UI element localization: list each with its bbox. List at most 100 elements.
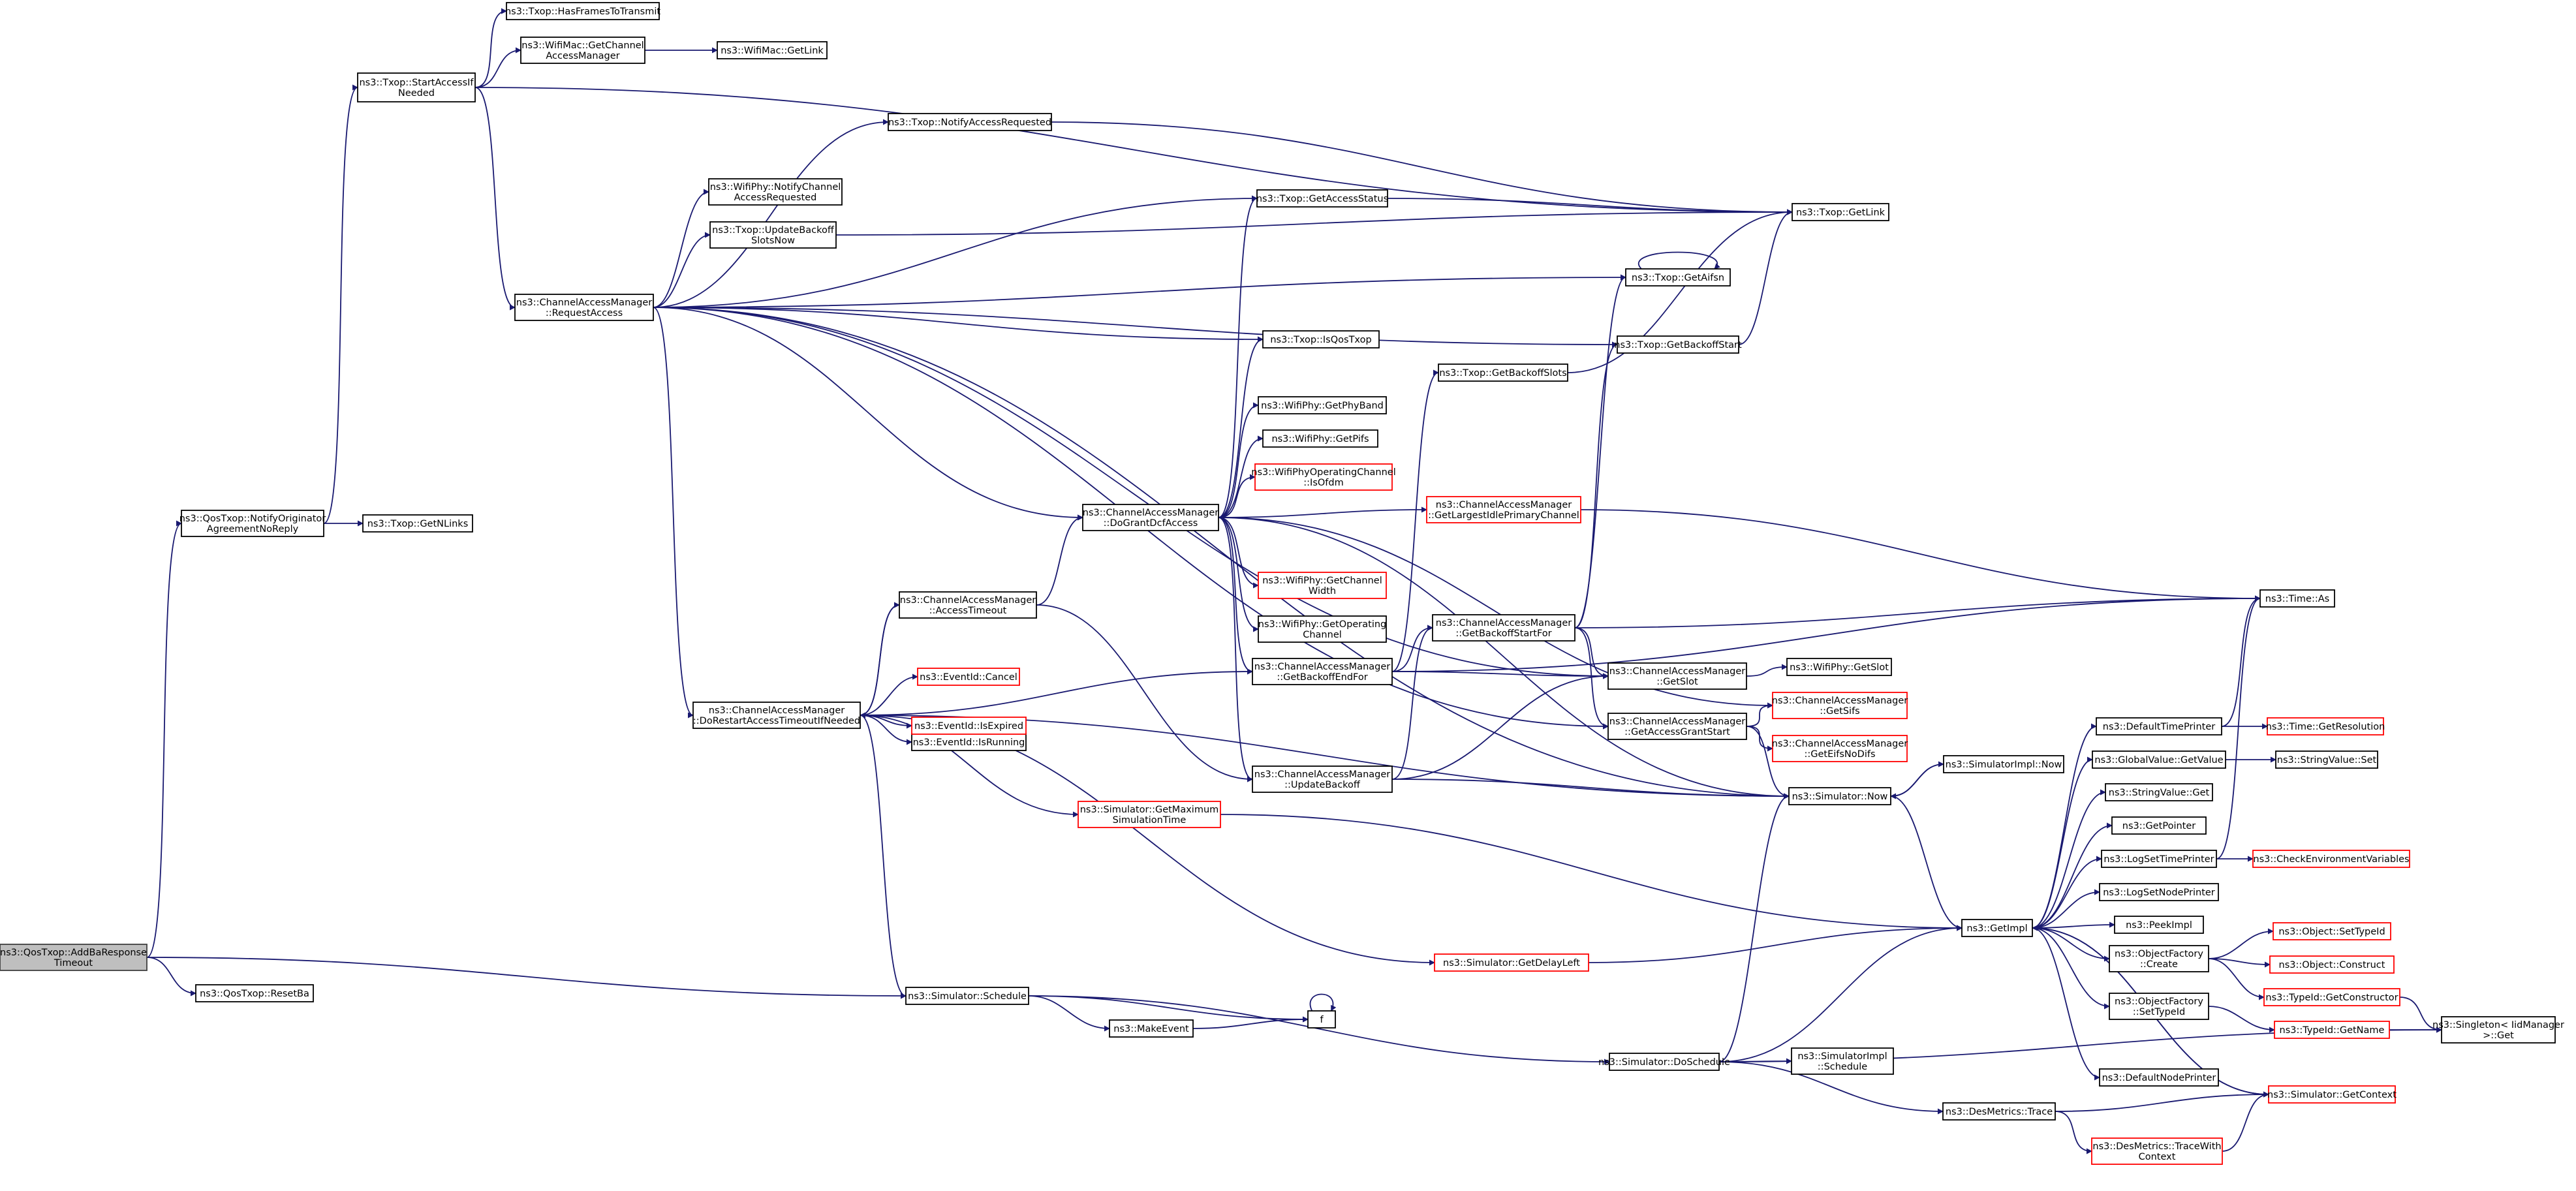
function-node-box[interactable] (506, 2, 660, 20)
function-node-n61[interactable]: ns3::PeekImpl (2114, 916, 2204, 934)
function-node-box[interactable] (2091, 1137, 2223, 1165)
function-node-box[interactable] (1772, 735, 1908, 762)
function-node-box[interactable] (2105, 783, 2213, 801)
function-node-box[interactable] (0, 944, 147, 971)
function-node-n23[interactable]: ns3::Txop::GetAccessStatus (1256, 189, 1388, 208)
function-node-box[interactable] (2099, 1068, 2219, 1087)
function-node-n64[interactable]: ns3::Object::Construct (2269, 955, 2395, 974)
function-node-box[interactable] (2252, 850, 2410, 868)
function-node-box[interactable] (195, 984, 314, 1002)
function-node-n17[interactable]: ns3::EventId::IsExpired (911, 717, 1027, 735)
function-node-n56[interactable]: ns3::StringValue::Get (2105, 783, 2213, 801)
function-node-box[interactable] (1942, 1102, 2056, 1121)
function-node-box[interactable] (1256, 189, 1388, 208)
function-node-box[interactable] (1262, 330, 1380, 348)
function-node-n54[interactable]: ns3::GlobalValue::GetValue (2092, 750, 2226, 769)
function-node-n66[interactable]: ns3::ObjectFactory::SetTypeId (2109, 993, 2209, 1020)
function-node-n21[interactable]: f (1307, 1010, 1336, 1029)
function-node-n13[interactable]: ns3::ChannelAccessManager::DoRestartAcce… (692, 702, 861, 729)
function-node-n24[interactable]: ns3::Txop::IsQosTxop (1262, 330, 1380, 348)
function-node-box[interactable] (520, 37, 645, 64)
function-node-n22[interactable]: ns3::ChannelAccessManager::DoGrantDcfAcc… (1082, 504, 1219, 531)
function-node-box[interactable] (1609, 1053, 1720, 1071)
function-node-box[interactable] (2275, 750, 2378, 769)
function-node-n5[interactable]: ns3::Txop::GetNLinks (362, 514, 473, 533)
function-node-n57[interactable]: ns3::GetPointer (2111, 816, 2207, 835)
function-node-box[interactable] (911, 733, 1027, 751)
function-node-box[interactable] (911, 717, 1027, 735)
function-node-box[interactable] (181, 510, 324, 537)
function-node-box[interactable] (1432, 614, 1575, 642)
function-node-box[interactable] (362, 514, 473, 533)
function-node-n65[interactable]: ns3::TypeId::GetConstructor (2263, 988, 2400, 1006)
function-node-n60[interactable]: ns3::LogSetNodePrinter (2099, 883, 2219, 901)
function-node-n36[interactable]: ns3::Txop::GetBackoffStart (1614, 335, 1742, 354)
function-node-n15[interactable]: ns3::EventId::Cancel (917, 668, 1020, 686)
function-node-n19[interactable]: ns3::Simulator::Schedule (905, 987, 1029, 1005)
function-node-box[interactable] (1307, 1010, 1336, 1029)
function-node-box[interactable] (708, 178, 843, 206)
function-node-box[interactable] (1607, 662, 1747, 690)
function-node-n58[interactable]: ns3::LogSetTimePrinter (2101, 850, 2217, 868)
function-node-n31[interactable]: ns3::ChannelAccessManager::UpdateBackoff (1252, 766, 1393, 793)
function-node-box[interactable] (2267, 717, 2384, 735)
function-node-box[interactable] (1109, 1019, 1194, 1038)
function-node-box[interactable] (2092, 750, 2226, 769)
function-node-box[interactable] (917, 668, 1020, 686)
function-node-n32[interactable]: ns3::Txop::GetBackoffSlots (1438, 363, 1568, 382)
function-node-box[interactable] (1943, 755, 2064, 773)
function-node-box[interactable] (1961, 919, 2033, 937)
function-node-box[interactable] (1258, 396, 1387, 414)
function-node-box[interactable] (2263, 988, 2400, 1006)
function-node-box[interactable] (2259, 589, 2335, 608)
function-node-n68[interactable]: ns3::Singleton< IidManager >::Get (2432, 1016, 2564, 1044)
function-node-n34[interactable]: ns3::ChannelAccessManager::GetBackoffSta… (1432, 614, 1575, 642)
function-node-box[interactable] (1792, 203, 1889, 221)
function-node-box[interactable] (2101, 850, 2217, 868)
function-node-n26[interactable]: ns3::WifiPhy::GetPifs (1262, 429, 1378, 448)
function-node-n52[interactable]: ns3::DefaultTimePrinter (2096, 717, 2222, 735)
function-node-box[interactable] (1791, 1047, 1894, 1075)
function-node-n6[interactable]: ns3::Txop::HasFramesToTransmit (505, 2, 660, 20)
function-node-box[interactable] (1434, 953, 1589, 972)
function-node-box[interactable] (1258, 615, 1387, 643)
function-node-box[interactable] (692, 702, 861, 729)
function-node-n38[interactable]: ns3::ChannelAccessManager::GetSlot (1607, 662, 1747, 690)
function-node-box[interactable] (1262, 429, 1378, 448)
function-node-box[interactable] (905, 987, 1029, 1005)
function-node-box[interactable] (1788, 787, 1891, 805)
function-node-n63[interactable]: ns3::Object::SetTypeId (2273, 922, 2391, 940)
function-node-n25[interactable]: ns3::WifiPhy::GetPhyBand (1258, 396, 1387, 414)
function-node-n11[interactable]: ns3::WifiPhy::NotifyChannelAccessRequest… (708, 178, 843, 206)
function-node-box[interactable] (1772, 692, 1908, 719)
function-node-n16[interactable]: ns3::EventId::IsRunning (911, 733, 1027, 751)
function-node-n59[interactable]: ns3::CheckEnvironmentVariables (2252, 850, 2410, 868)
function-node-box[interactable] (2268, 1085, 2396, 1104)
function-node-box[interactable] (2114, 916, 2204, 934)
function-node-n51[interactable]: ns3::GetImpl (1961, 919, 2033, 937)
function-node-box[interactable] (2273, 922, 2391, 940)
function-node-n44[interactable]: ns3::SimulatorImpl::Now (1943, 755, 2064, 773)
function-node-n50[interactable]: ns3::Time::As (2259, 589, 2335, 608)
function-node-n35[interactable]: ns3::Txop::GetAifsn (1625, 268, 1731, 286)
function-node-box[interactable] (2274, 1021, 2390, 1039)
function-node-n33[interactable]: ns3::ChannelAccessManager::GetLargestIdl… (1426, 496, 1581, 523)
function-node-n27[interactable]: ns3::WifiPhyOperatingChannel::IsOfdm (1251, 463, 1396, 491)
function-node-n2[interactable]: ns3::QosTxop::NotifyOriginatorAgreementN… (179, 510, 326, 537)
function-node-box[interactable] (1082, 504, 1219, 531)
function-node-box[interactable] (717, 41, 828, 59)
function-node-n37[interactable]: ns3::Txop::GetLink (1792, 203, 1889, 221)
function-node-n48[interactable]: ns3::DesMetrics::Trace (1942, 1102, 2056, 1121)
function-node-n70[interactable]: ns3::Simulator::GetContext (2267, 1085, 2397, 1104)
function-node-n39[interactable]: ns3::ChannelAccessManager::GetAccessGran… (1607, 713, 1747, 740)
function-node-n53[interactable]: ns3::Time::GetResolution (2266, 717, 2385, 735)
function-node-box[interactable] (1258, 572, 1387, 599)
function-node-n9[interactable]: ns3::ChannelAccessManager::RequestAccess (514, 294, 654, 321)
function-node-box[interactable] (2099, 883, 2219, 901)
function-node-box[interactable] (2269, 955, 2395, 974)
function-node-box[interactable] (1786, 658, 1892, 676)
